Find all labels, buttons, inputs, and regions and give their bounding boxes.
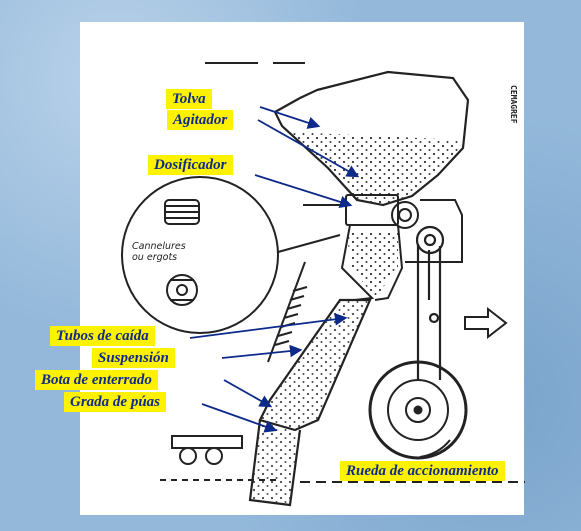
- drive-wheel: [368, 360, 468, 460]
- label-suspension: Suspensión: [92, 348, 175, 368]
- callout-arrows: [189, 106, 360, 433]
- metering-housing: [303, 194, 463, 263]
- reference-code: CEMAGREF: [509, 85, 518, 124]
- drive-linkage: [415, 225, 445, 380]
- label-rueda-de-accionamiento: Rueda de accionamiento: [340, 461, 505, 481]
- hopper-seeds: [290, 132, 462, 205]
- inset-detail: [121, 176, 341, 334]
- direction-arrow-icon: [464, 306, 508, 340]
- inset-caption-line2: ou ergots: [132, 252, 178, 263]
- inset-caption-line1: Cannelures: [132, 241, 186, 252]
- label-grada-de-puas: Grada de púas: [64, 392, 167, 412]
- harrow-frame: [160, 435, 525, 483]
- label-tolva: Tolva: [166, 89, 212, 109]
- label-agitador: Agitador: [167, 110, 234, 130]
- label-tubos-de-caida: Tubos de caída: [50, 326, 155, 346]
- label-bota-de-enterrado: Bota de enterrado: [35, 370, 158, 390]
- label-dosificador: Dosificador: [148, 155, 233, 175]
